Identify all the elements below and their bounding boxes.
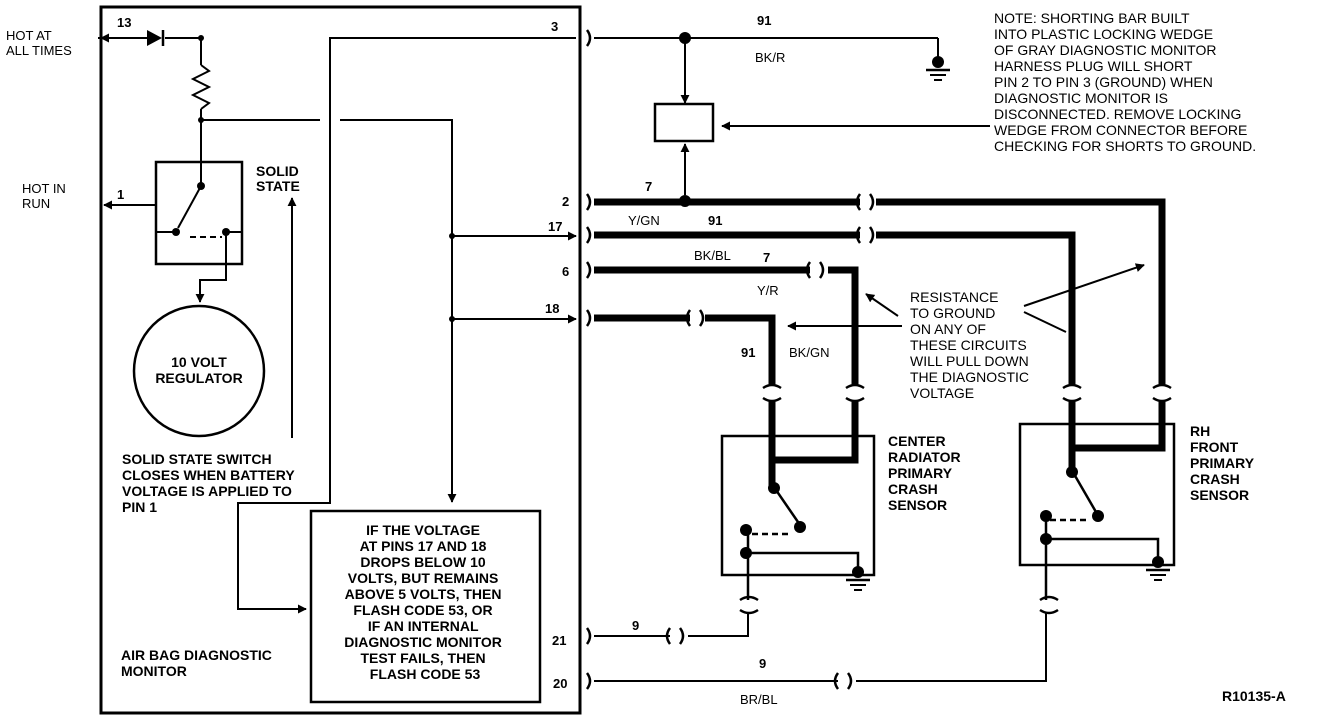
pin-6-label: 6 xyxy=(562,264,569,279)
junction-dot xyxy=(198,35,204,41)
switch-note: SOLID STATE SWITCH CLOSES WHEN BATTERY V… xyxy=(122,451,298,515)
wire-bkr: BK/R xyxy=(755,50,785,65)
pin-13-label: 13 xyxy=(117,15,131,30)
pin-21-label: 21 xyxy=(552,633,566,648)
junction-dot xyxy=(679,32,691,44)
figure-id: R10135-A xyxy=(1222,688,1286,704)
sensor-contact xyxy=(1066,466,1078,478)
pin-17-label: 17 xyxy=(548,219,562,234)
junction-dot xyxy=(449,233,455,239)
resistance-note: RESISTANCE TO GROUND ON ANY OF THESE CIR… xyxy=(910,289,1033,401)
sensor-circuits xyxy=(594,198,1166,380)
logic-box-text: IF THE VOLTAGE AT PINS 17 AND 18 DROPS B… xyxy=(344,522,506,682)
switch-contact xyxy=(222,228,230,236)
wire-yr: Y/R xyxy=(757,283,779,298)
rh-sensor-internal xyxy=(594,400,1166,682)
sensor-contact xyxy=(740,547,752,559)
pin-20-label: 20 xyxy=(553,676,567,691)
wire-91-top: 91 xyxy=(757,13,771,28)
pin3-ground-wire xyxy=(594,37,990,195)
wire-ygn: Y/GN xyxy=(628,213,660,228)
switch-pivot xyxy=(197,182,205,190)
center-sensor-internal xyxy=(594,400,860,637)
logic-box xyxy=(309,509,542,704)
junction-dot xyxy=(449,316,455,322)
wire-bkbl: BK/BL xyxy=(694,248,731,263)
diode-icon xyxy=(147,30,165,46)
switch-contacts xyxy=(103,185,297,438)
pin-1-label: 1 xyxy=(117,187,124,202)
sensor-contact xyxy=(768,482,780,494)
wire-9-pin21: 9 xyxy=(632,618,639,633)
pin-3-label: 3 xyxy=(551,19,558,34)
connector-arrows xyxy=(768,376,1166,386)
wire-91-mid: 91 xyxy=(708,213,722,228)
wire-91-low: 91 xyxy=(741,345,755,360)
internal-bus xyxy=(200,37,577,614)
resistance-pointers xyxy=(787,263,1145,333)
ground-icon xyxy=(926,56,950,81)
shorting-bar-note: NOTE: SHORTING BAR BUILT INTO PLASTIC LO… xyxy=(994,10,1256,154)
wire-bkgn: BK/GN xyxy=(789,345,829,360)
center-sensor-box xyxy=(720,434,876,577)
rh-sensor-box xyxy=(1018,422,1176,567)
sensor-contact xyxy=(1040,510,1052,522)
shorting-bar xyxy=(653,102,715,143)
monitor-box xyxy=(99,5,582,715)
wire-7-mid: 7 xyxy=(763,250,770,265)
pin-connectors xyxy=(585,29,592,690)
ground-icon xyxy=(846,566,870,591)
rh-sensor-label: RH FRONT PRIMARY CRASH SENSOR xyxy=(1190,423,1258,503)
voltage-regulator xyxy=(132,304,266,438)
sensor-contact xyxy=(1040,533,1052,545)
sensor-contact xyxy=(740,524,752,536)
pin-2-label: 2 xyxy=(562,194,569,209)
wire-7-top: 7 xyxy=(645,179,652,194)
switch-contact xyxy=(172,228,180,236)
ground-icon xyxy=(1146,556,1170,581)
solid-state-switch xyxy=(154,160,244,266)
wire-brbl: BR/BL xyxy=(740,692,778,707)
sensor-contact xyxy=(794,521,806,533)
center-sensor-label: CENTER RADIATOR PRIMARY CRASH SENSOR xyxy=(888,433,964,513)
hot-at-all-times-feed xyxy=(98,33,212,120)
pin-18-label: 18 xyxy=(545,301,559,316)
sensor-contact xyxy=(1092,510,1104,522)
wire-9-pin20: 9 xyxy=(759,656,766,671)
